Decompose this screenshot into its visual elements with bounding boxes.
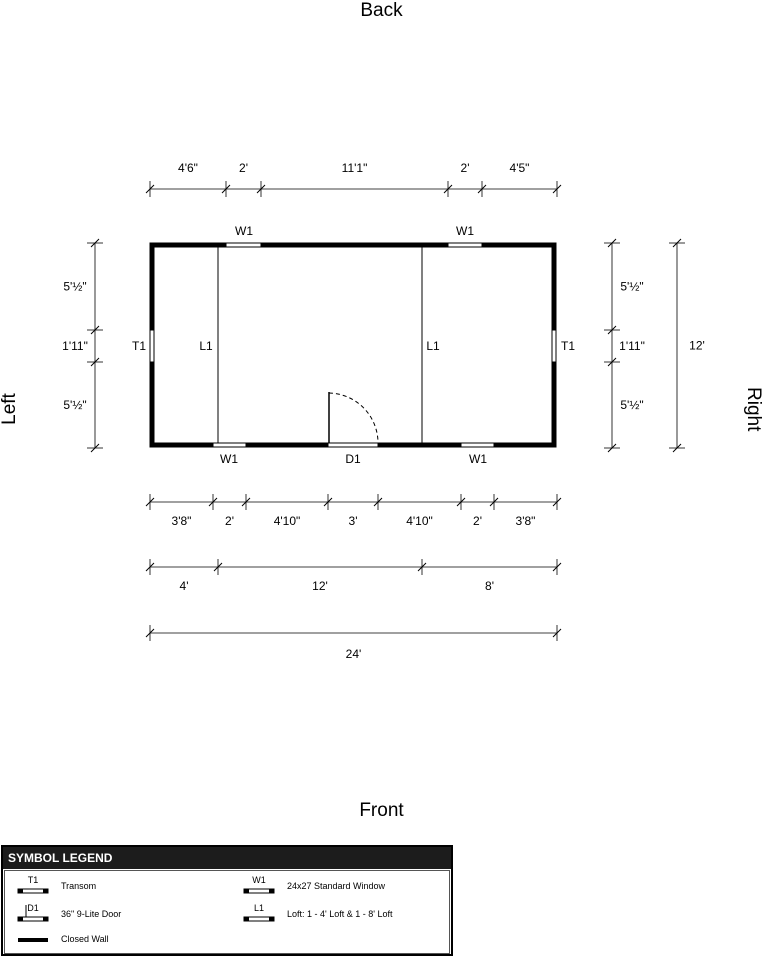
- floor-plan: W1 W1 W1 W1 D1 T1 T1 L1 L1 4'6" 2' 11'1" 2'…: [62, 161, 705, 661]
- back-window-left: [225, 242, 262, 248]
- front-window-right: [460, 442, 495, 448]
- legend-code: L1: [253, 903, 264, 913]
- legend-desc: Transom: [61, 881, 97, 891]
- dimension-tick: [443, 184, 453, 194]
- dimension-label: 12': [689, 339, 705, 353]
- dimension-top: 4'6" 2' 11'1" 2' 4'5": [145, 161, 562, 197]
- transom-left: [149, 329, 155, 363]
- dimension-label: 24': [346, 647, 362, 661]
- legend-desc: Loft: 1 - 4' Loft & 1 - 8' Loft: [287, 909, 393, 919]
- door-opening: [327, 442, 379, 448]
- dimension-label: 4'10": [406, 514, 433, 528]
- legend-body: T1 Transom W1 24x27 Standard Window D1 3…: [4, 870, 450, 954]
- dimension-tick: [323, 497, 333, 507]
- dimension-label: 11'1": [342, 161, 368, 175]
- dimension-label: 2': [461, 161, 470, 175]
- legend-desc: 36" 9-Lite Door: [61, 909, 122, 919]
- dimension-tick: [213, 562, 223, 572]
- dimension-tick: [456, 497, 466, 507]
- dimension-tick: [672, 443, 682, 453]
- dimension-label: 4'6": [178, 161, 198, 175]
- window-symbol-icon: W1: [243, 875, 275, 899]
- dimension-tick: [607, 238, 617, 248]
- closed-wall-symbol-icon: [17, 929, 49, 953]
- label-transom-left: T1: [132, 339, 146, 353]
- dimension-tick: [90, 357, 100, 367]
- dimension-label: 5'½": [620, 280, 643, 294]
- dimension-label: 2': [225, 514, 234, 528]
- dimension-label: 4'5": [510, 161, 530, 175]
- dimension-tick: [221, 184, 231, 194]
- front-window-left: [212, 442, 247, 448]
- dimension-bottom-openings: 3'8" 2' 4'10" 3' 4'10" 2' 3'8": [145, 494, 562, 528]
- dimension-tick: [145, 628, 155, 638]
- dimension-tick: [145, 497, 155, 507]
- dimension-label: 1'11": [62, 339, 88, 353]
- door-symbol-icon: D1: [17, 903, 49, 927]
- dimension-tick: [90, 325, 100, 335]
- dimension-bottom-sections: 4' 12' 8': [145, 559, 562, 593]
- label-front-window-left: W1: [220, 452, 238, 466]
- front-side-label: Front: [359, 800, 404, 821]
- dimension-label: 5'½": [63, 398, 86, 412]
- dimension-tick: [208, 497, 218, 507]
- label-back-window-right: W1: [456, 224, 474, 238]
- dimension-right: 5'½" 1'11" 5'½": [604, 238, 645, 453]
- dimension-tick: [417, 562, 427, 572]
- legend-code: D1: [27, 903, 39, 913]
- dimension-tick: [552, 497, 562, 507]
- dimension-label: 2': [239, 161, 248, 175]
- dimension-tick: [552, 628, 562, 638]
- dimension-label: 3': [349, 514, 358, 528]
- dimension-label: 3'8": [516, 514, 536, 528]
- legend-code: W1: [252, 875, 266, 885]
- label-front-window-right: W1: [469, 452, 487, 466]
- dimension-tick: [607, 443, 617, 453]
- symbol-legend: SYMBOL LEGEND T1 Transom W1 24x27 Standa…: [1, 845, 453, 956]
- dimension-tick: [241, 497, 251, 507]
- dimension-left: 5'½" 1'11" 5'½": [62, 238, 103, 453]
- label-transom-right: T1: [561, 339, 575, 353]
- dimension-label: 5'½": [620, 398, 643, 412]
- dimension-tick: [552, 562, 562, 572]
- dimension-tick: [373, 497, 383, 507]
- dimension-tick: [90, 443, 100, 453]
- label-door: D1: [345, 452, 361, 466]
- legend-code: T1: [27, 875, 39, 885]
- label-loft-right: L1: [426, 339, 440, 353]
- dimension-label: 12': [312, 579, 328, 593]
- dimension-tick: [145, 562, 155, 572]
- dimension-label: 3'8": [172, 514, 192, 528]
- legend-title: SYMBOL LEGEND: [3, 847, 451, 869]
- legend-desc: Closed Wall: [61, 934, 109, 944]
- loft-symbol-icon: L1: [243, 903, 275, 927]
- dimension-label: 4': [180, 579, 189, 593]
- dimension-label: 5'½": [63, 280, 86, 294]
- transom-symbol-icon: T1: [17, 875, 49, 899]
- transom-right: [551, 329, 557, 363]
- dimension-tick: [489, 497, 499, 507]
- dimension-bottom-total: 24': [145, 625, 562, 661]
- dimension-tick: [145, 184, 155, 194]
- dimension-tick: [90, 238, 100, 248]
- dimension-label: 8': [485, 579, 494, 593]
- dimension-tick: [256, 184, 266, 194]
- back-side-label: Back: [360, 0, 403, 21]
- dimension-tick: [672, 238, 682, 248]
- dimension-tick: [607, 357, 617, 367]
- dimension-right-total: 12': [669, 238, 705, 453]
- back-window-right: [447, 242, 483, 248]
- door-swing: [328, 392, 379, 444]
- dimension-label: 1'11": [619, 339, 645, 353]
- dimension-tick: [607, 325, 617, 335]
- dimension-label: 2': [473, 514, 482, 528]
- dimension-tick: [477, 184, 487, 194]
- label-back-window-left: W1: [235, 224, 253, 238]
- dimension-tick: [552, 184, 562, 194]
- dimension-label: 4'10": [274, 514, 301, 528]
- legend-desc: 24x27 Standard Window: [287, 881, 386, 891]
- label-loft-left: L1: [199, 339, 213, 353]
